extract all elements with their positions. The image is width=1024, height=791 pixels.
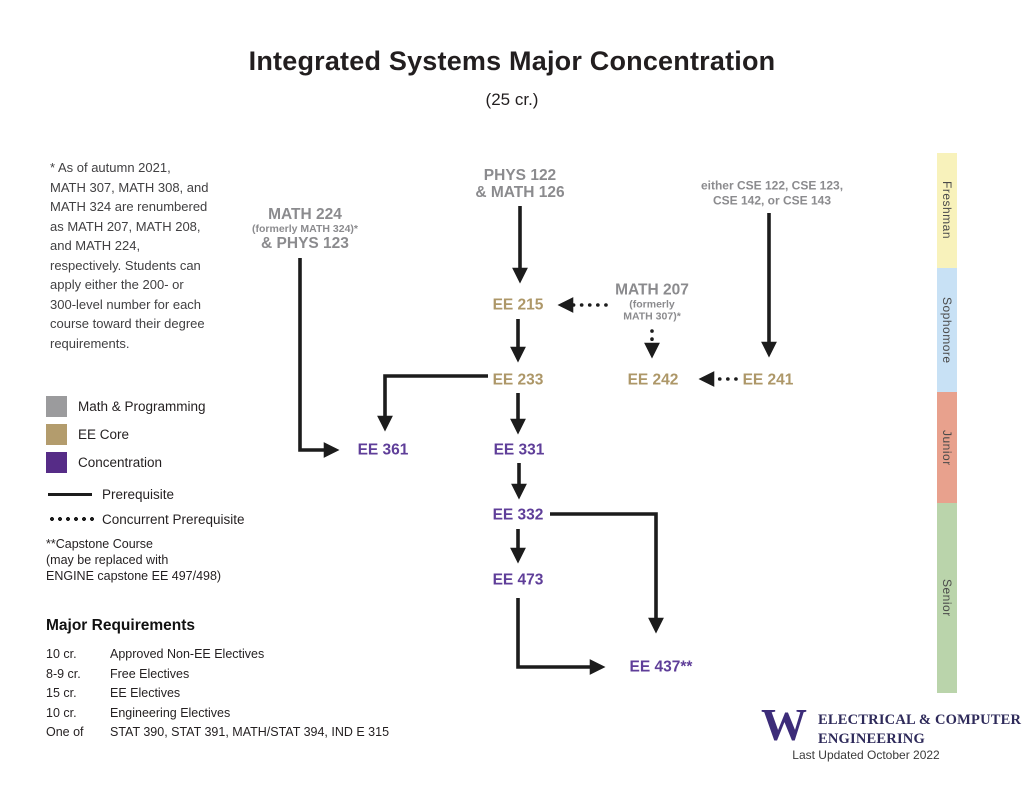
node-line: & MATH 126 (475, 184, 565, 201)
node-ee332: EE 332 (492, 506, 544, 524)
requirement-row: 15 cr. EE Electives (46, 684, 389, 704)
arrow-ee473-to-ee437 (516, 598, 606, 675)
node-ee473: EE 473 (492, 571, 544, 589)
node-line: MATH 307)* (623, 310, 681, 323)
last-updated-text: Last Updated October 2022 (792, 748, 940, 762)
node-line: either CSE 122, CSE 123, (700, 178, 844, 193)
major-requirements-table: 10 cr. Approved Non-EE Electives 8-9 cr.… (46, 645, 389, 743)
capstone-line: (may be replaced with (46, 553, 169, 567)
legend-item-prerequisite: Prerequisite (48, 485, 174, 503)
legend-label: Concurrent Prerequisite (102, 511, 245, 527)
note-line: and MATH 224, (50, 238, 141, 253)
node-line: & PHYS 123 (261, 235, 349, 252)
node-ee437-capstone: EE 437** (629, 658, 693, 676)
node-ee242: EE 242 (627, 371, 679, 389)
band-senior: Senior (937, 503, 957, 693)
page-subtitle: (25 cr.) (485, 90, 539, 109)
node-ee233: EE 233 (492, 371, 544, 389)
band-label: Senior (940, 579, 954, 617)
capstone-line: ENGINE capstone EE 497/498) (46, 569, 222, 583)
band-label: Sophomore (940, 296, 954, 364)
requirement-row: One of STAT 390, STAT 391, MATH/STAT 394… (46, 723, 389, 743)
note-line: as MATH 207, MATH 208, (50, 218, 201, 234)
node-ee331: EE 331 (493, 441, 545, 459)
arrow-ee233-to-ee361 (377, 374, 488, 432)
legend-label: Concentration (78, 455, 163, 470)
capstone-note: **Capstone Course (may be replaced with … (46, 536, 221, 584)
note-line: respectively. Students can (50, 257, 201, 273)
band-label: Junior (940, 429, 954, 466)
node-math207: MATH 207 (formerly MATH 307)* (615, 282, 689, 323)
band-freshman: Freshman (937, 153, 957, 268)
requirement-credits: One of (46, 725, 84, 739)
note-line: * As of autumn 2021, (50, 160, 171, 175)
requirement-desc: Approved Non-EE Electives (110, 647, 265, 661)
note-line: course toward their degree (50, 316, 205, 331)
requirement-row: 8-9 cr. Free Electives (46, 665, 389, 685)
page-title: Integrated Systems Major Concentration (248, 46, 776, 76)
class-year-bar: Freshman Sophomore Junior Senior (937, 153, 957, 693)
note-line: requirements. (50, 335, 130, 351)
node-phys122-math126: PHYS 122 & MATH 126 (475, 167, 564, 201)
dotted-line-icon (48, 517, 94, 521)
legend-item-ee-core: EE Core (46, 424, 129, 445)
arrow-math224-to-ee361 (298, 258, 340, 458)
node-ee361: EE 361 (357, 441, 409, 459)
legend-item-concentration: Concentration (46, 452, 162, 473)
department-line: ELECTRICAL & COMPUTER (818, 712, 1022, 728)
band-sophomore: Sophomore (937, 268, 957, 392)
note-line: MATH 307, MATH 308, and (50, 179, 209, 195)
legend-item-math-programming: Math & Programming (46, 396, 206, 417)
requirement-credits: 15 cr. (46, 686, 77, 700)
note-line: MATH 324 are renumbered (50, 199, 208, 214)
node-math224-phys123: MATH 224 (formerly MATH 324)* & PHYS 123 (252, 206, 358, 252)
requirement-row: 10 cr. Engineering Electives (46, 704, 389, 724)
note-line: apply either the 200- or (50, 277, 184, 292)
solid-line-icon (48, 492, 92, 496)
band-junior: Junior (937, 392, 957, 503)
node-line: MATH 207 (615, 281, 689, 299)
node-cse-options: either CSE 122, CSE 123, CSE 142, or CSE… (701, 179, 843, 208)
requirement-desc: EE Electives (110, 686, 181, 700)
arrow-ee332-to-ee437 (550, 512, 664, 634)
node-line: MATH 224 (268, 206, 342, 223)
math-programming-swatch (46, 396, 67, 417)
uw-logo-icon: W (761, 699, 807, 750)
requirement-desc: Engineering Electives (110, 705, 231, 720)
node-line: PHYS 122 (483, 167, 557, 184)
concentration-swatch (46, 452, 67, 473)
node-ee215: EE 215 (492, 296, 544, 314)
node-ee241: EE 241 (742, 371, 794, 389)
department-line: ENGINEERING (818, 730, 925, 747)
requirement-credits: 10 cr. (46, 647, 77, 661)
major-requirements-heading: Major Requirements (46, 617, 196, 634)
legend-label: Math & Programming (78, 399, 206, 414)
node-line: (formerly MATH 324)* (252, 223, 358, 235)
requirement-credits: 10 cr. (46, 705, 77, 720)
legend-label: Prerequisite (102, 486, 175, 502)
requirement-row: 10 cr. Approved Non-EE Electives (46, 645, 389, 665)
ee-core-swatch (46, 424, 67, 445)
node-line: CSE 142, or CSE 143 (712, 193, 832, 207)
legend-label: EE Core (78, 427, 130, 442)
requirement-desc: STAT 390, STAT 391, MATH/STAT 394, IND E… (110, 725, 390, 739)
note-line: 300-level number for each (50, 296, 202, 312)
capstone-line: **Capstone Course (46, 537, 154, 551)
requirement-desc: Free Electives (110, 666, 190, 681)
band-label: Freshman (940, 181, 954, 240)
node-line: (formerly (629, 298, 675, 311)
requirement-credits: 8-9 cr. (46, 666, 81, 681)
renumbering-note: * As of autumn 2021, MATH 307, MATH 308,… (50, 158, 265, 353)
legend-item-concurrent: Concurrent Prerequisite (48, 510, 245, 528)
department-name: ELECTRICAL & COMPUTER ENGINEERING (818, 711, 1021, 748)
